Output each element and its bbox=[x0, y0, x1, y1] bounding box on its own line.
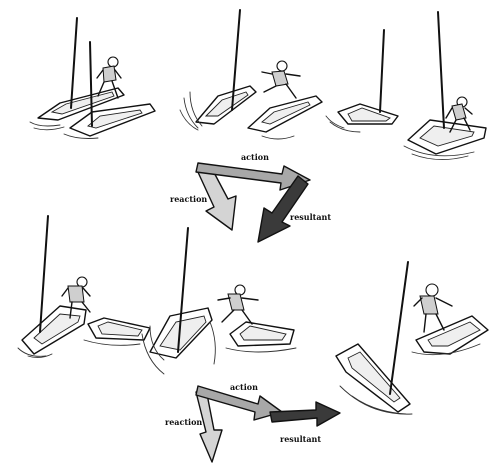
resultant-label: resultant bbox=[290, 212, 331, 222]
sailor bbox=[261, 60, 301, 99]
action-label: action bbox=[230, 382, 258, 392]
scene-bottom-1 bbox=[17, 215, 151, 359]
reaction-label: reaction bbox=[170, 194, 207, 204]
dinghy bbox=[83, 317, 151, 346]
scene-top-2 bbox=[179, 9, 323, 140]
scene-top-3 bbox=[325, 11, 487, 160]
dinghy bbox=[325, 29, 399, 133]
sailor bbox=[96, 56, 122, 99]
resultant-arrow bbox=[269, 401, 341, 427]
scene-bottom-3 bbox=[335, 261, 489, 415]
scene-top-1 bbox=[29, 17, 156, 139]
resultant-arrow bbox=[257, 175, 309, 243]
sailboat bbox=[403, 11, 487, 160]
vector-diagram-top: action reaction resultant bbox=[170, 152, 331, 243]
dinghy bbox=[29, 17, 125, 131]
sailboat bbox=[63, 41, 156, 139]
dinghy bbox=[225, 321, 297, 353]
sailboat bbox=[335, 261, 413, 415]
sailboat bbox=[141, 227, 216, 375]
sailor bbox=[61, 276, 91, 319]
sailor bbox=[413, 283, 453, 333]
action-label: action bbox=[241, 152, 269, 162]
reaction-label: reaction bbox=[165, 417, 202, 427]
action-arrow bbox=[195, 385, 283, 421]
sailor bbox=[445, 96, 473, 133]
resultant-label: resultant bbox=[280, 434, 321, 444]
vector-diagram-bottom: action reaction resultant bbox=[165, 382, 341, 463]
sailor bbox=[217, 284, 259, 325]
dinghy bbox=[411, 315, 489, 356]
scene-bottom-2 bbox=[141, 227, 297, 375]
sailboat bbox=[231, 9, 323, 140]
dinghy bbox=[179, 85, 257, 131]
